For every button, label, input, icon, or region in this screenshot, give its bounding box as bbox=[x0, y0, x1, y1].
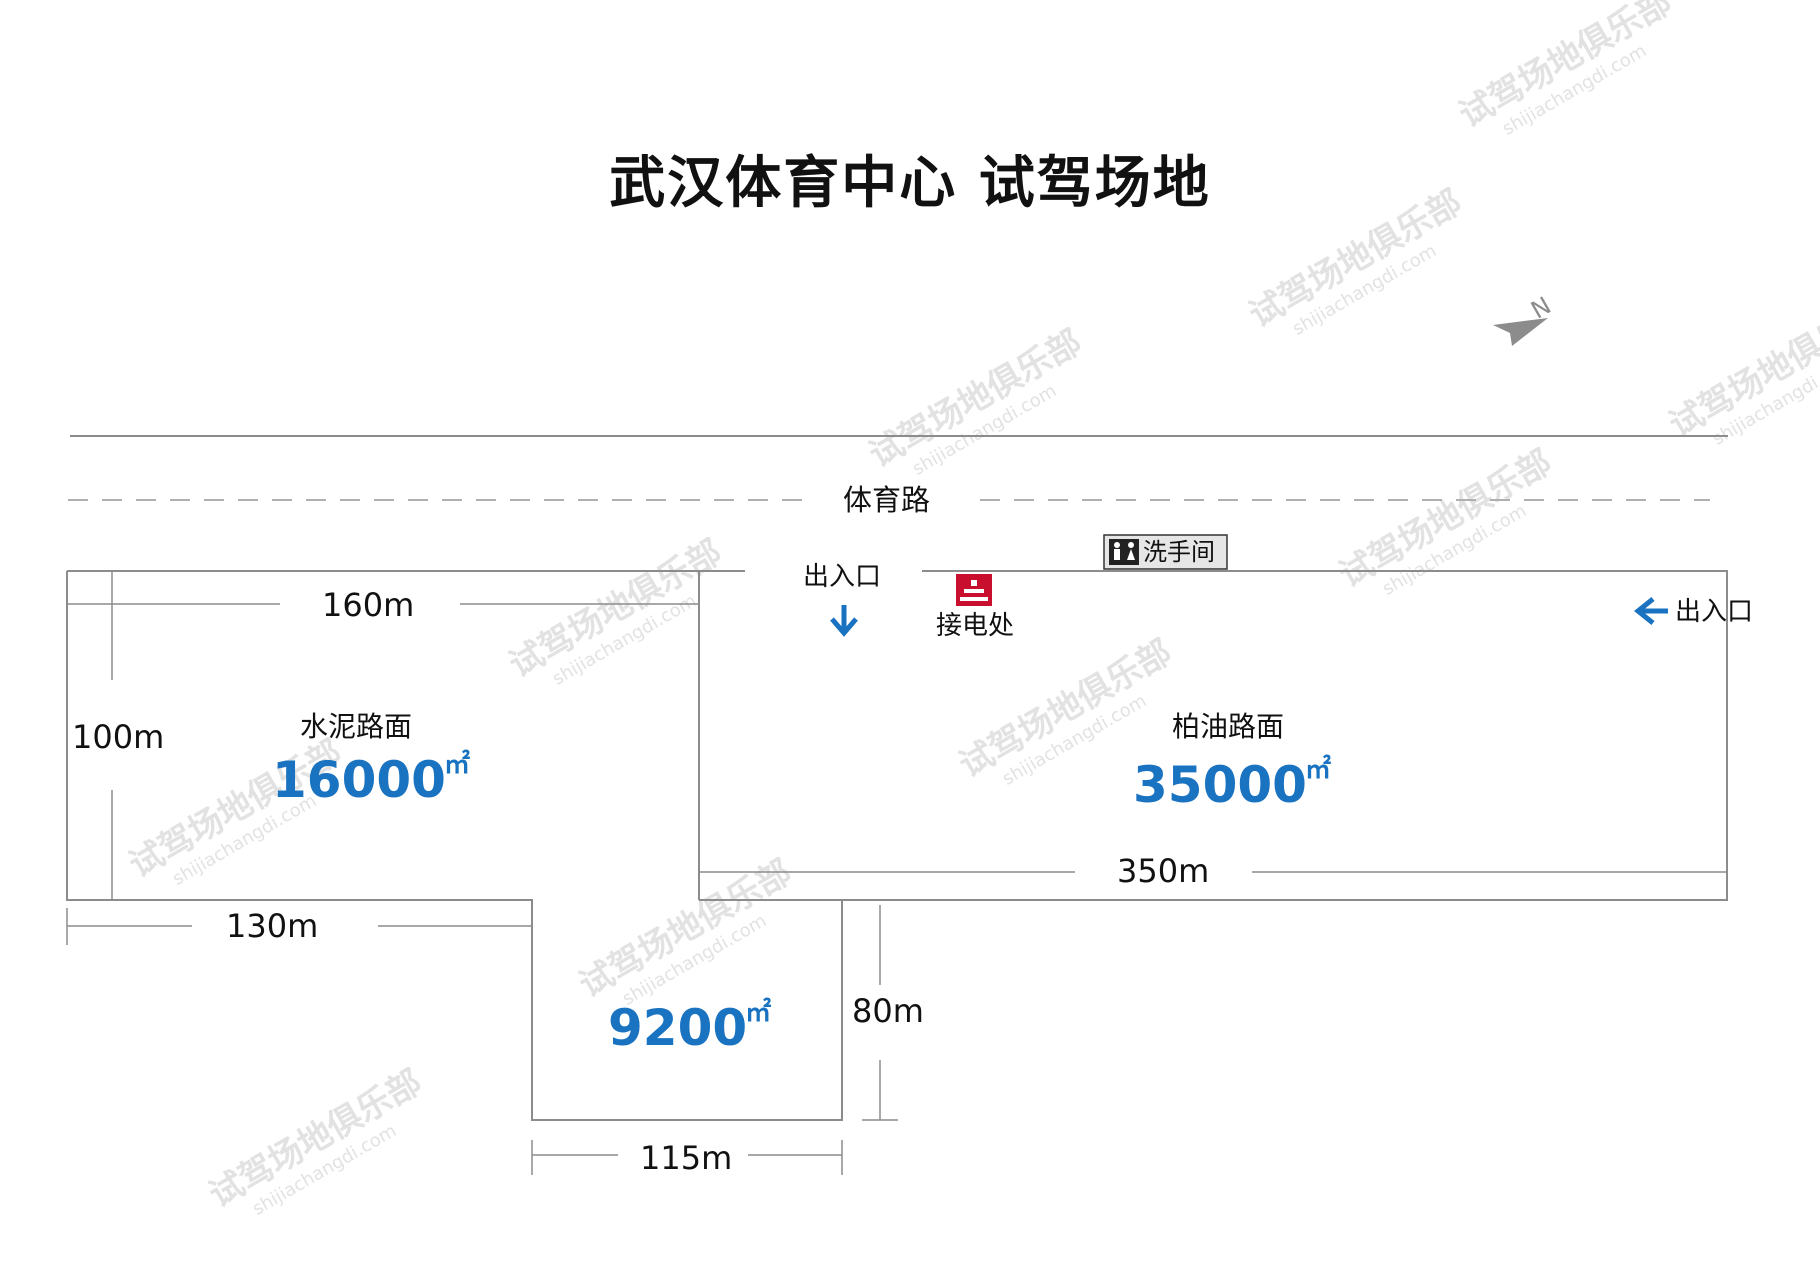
zone-area-cement: 16000㎡ bbox=[272, 750, 470, 809]
dimension-west-depth: 100m bbox=[72, 718, 165, 756]
compass-icon bbox=[1493, 318, 1548, 346]
dimension-lines bbox=[66, 571, 1727, 1175]
dimension-south-depth: 80m bbox=[852, 992, 924, 1030]
road-label: 体育路 bbox=[843, 483, 931, 517]
zone-surface-cement: 水泥路面 bbox=[300, 710, 413, 743]
zone-surface-asphalt: 柏油路面 bbox=[1172, 710, 1285, 743]
entrance-label-east: 出入口 bbox=[1675, 597, 1754, 627]
dimension-south-offset: 130m bbox=[226, 907, 319, 945]
power-point-icon bbox=[956, 574, 992, 606]
site-boundary bbox=[66, 570, 1728, 1121]
restroom-label: 洗手间 bbox=[1143, 538, 1215, 566]
page-title: 武汉体育中心 试驾场地 bbox=[609, 151, 1211, 216]
zone-area-south: 9200㎡ bbox=[608, 998, 772, 1057]
dimension-west-width: 160m bbox=[322, 586, 415, 624]
zone-area-asphalt: 35000㎡ bbox=[1133, 755, 1331, 814]
entrance-arrow-down-icon bbox=[830, 605, 858, 637]
power-point-label: 接电处 bbox=[936, 611, 1015, 641]
restroom-sign bbox=[1103, 534, 1228, 570]
entrance-label-north: 出入口 bbox=[803, 562, 882, 592]
entrance-arrow-left-icon bbox=[1633, 597, 1668, 625]
dimension-east-width: 350m bbox=[1117, 852, 1210, 890]
dimension-south-width: 115m bbox=[640, 1139, 733, 1177]
